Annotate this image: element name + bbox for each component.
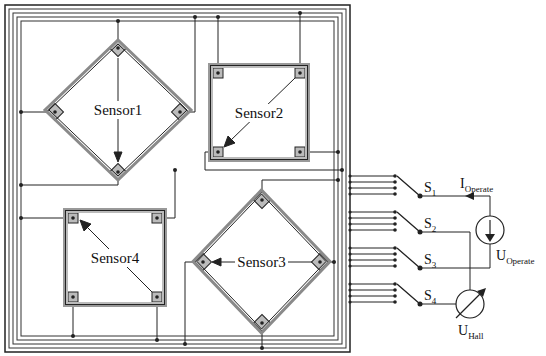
diamond-border [49,44,187,176]
signal-label: UHall [458,321,484,339]
bus-ring [21,21,334,336]
signal-subscript: 4 [432,296,437,306]
switch-leads [350,176,395,302]
bus-ring [9,9,346,348]
signal-name: S [424,288,432,303]
chip-frame [5,5,350,352]
switch-levers [397,176,420,304]
signal-subscript: Hall [468,331,484,341]
signal-label: S1 [424,178,436,196]
signal-label: UOperate [496,246,535,264]
junction-dots [19,11,344,350]
signal-subscript: 3 [432,260,437,270]
sensor-diamond: Sensor3 [193,190,330,333]
signal-name: U [496,248,506,263]
signal-name: S [424,252,432,267]
signal-label: S3 [424,250,436,268]
diamond-border [193,190,330,333]
bus-ring [13,13,342,344]
switch-contacts [348,174,422,306]
signal-label: IOperate [460,174,493,192]
signal-name: U [458,323,468,338]
diamond-border [197,194,326,329]
sensor-wires [21,13,342,348]
voltmeter-symbol [456,288,486,318]
signal-name: S [424,180,432,195]
contact-pads [47,40,329,332]
signal-subscript: 2 [432,224,437,234]
sensor-diamond: Sensor1 [45,40,191,180]
sensor-label: Sensor3 [235,253,287,271]
signal-subscript: Operate [465,184,493,194]
signal-subscript: Operate [506,256,534,266]
signal-label: S2 [424,214,436,232]
sensor-square: Sensor2 [210,65,308,160]
pad-dots [53,46,322,325]
current-source-symbol [476,216,504,244]
signal-name: I [460,176,465,191]
signal-subscript: 1 [432,188,437,198]
bus-ring [17,17,338,340]
signal-name: S [424,216,432,231]
sensor-label: Sensor2 [233,104,285,122]
signal-label: S4 [424,286,436,304]
sensor-label: Sensor1 [92,101,144,119]
diamond-border [45,40,191,180]
measurement-wires [420,196,490,304]
sensor-square: Sensor4 [65,210,165,305]
sensor-label: Sensor4 [89,249,141,267]
